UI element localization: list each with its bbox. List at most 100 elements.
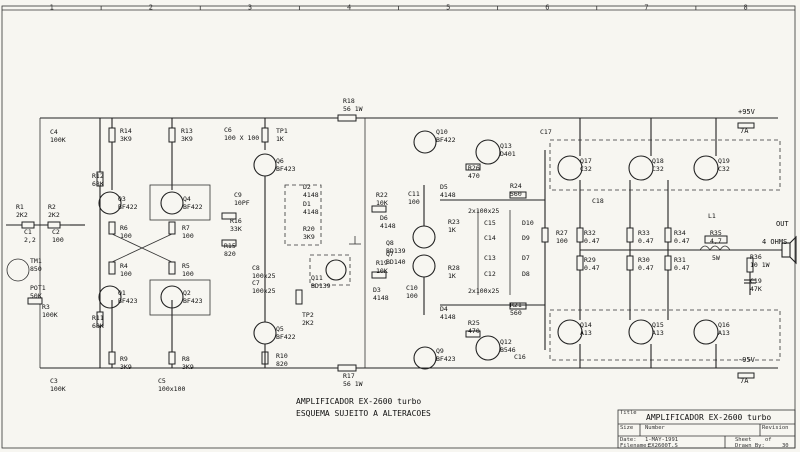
component-ref-r11: R11 xyxy=(92,314,104,322)
transistor-q4 xyxy=(160,191,184,215)
component-value: 3K9 xyxy=(181,135,193,143)
component-ref-r17: R17 xyxy=(343,372,355,380)
component-ref-d10: D10 xyxy=(522,219,534,227)
resistor-r6 xyxy=(108,221,116,235)
component-ref-d8: D8 xyxy=(522,270,530,278)
resistor-r4 xyxy=(108,261,116,275)
resistor-r11 xyxy=(96,311,104,327)
component-value: 0.47 xyxy=(638,264,654,272)
fuse-positive xyxy=(737,122,755,129)
resistor-r12 xyxy=(96,171,104,187)
transistor-q15 xyxy=(628,319,654,345)
component-value: 3K9 xyxy=(120,363,132,371)
resistor-r32 xyxy=(576,227,584,243)
tb-number-caption: Number xyxy=(645,425,666,431)
component-value: 100K xyxy=(42,311,58,319)
component-ref-r18: R18 xyxy=(343,97,355,105)
component-ref-r5: R5 xyxy=(182,262,190,270)
component-value: 4148 xyxy=(303,208,319,216)
component-value: 4148 xyxy=(380,222,396,230)
component-value: 3K9 xyxy=(182,363,194,371)
component-value: 470 xyxy=(468,327,480,335)
component-ref-tm1: TM1 xyxy=(30,257,42,265)
transistor-q16 xyxy=(693,319,719,345)
component-value: 0.47 xyxy=(674,264,690,272)
component-ref-c8: C8 xyxy=(252,264,260,272)
component-ref-d5: D5 xyxy=(440,183,448,191)
resistor-r15 xyxy=(221,239,237,247)
component-ref-q12: Q12 xyxy=(500,338,512,346)
component-value: 100K xyxy=(50,136,66,144)
component-ref-2x100x25: 2x100x25 xyxy=(468,207,499,215)
component-value: 820 xyxy=(276,360,288,368)
component-ref-q2: Q2 xyxy=(183,289,191,297)
component-ref-q19: Q19 xyxy=(718,157,730,165)
component-ref-q16: Q16 xyxy=(718,321,730,329)
component-ref-r15: R15 xyxy=(224,242,236,250)
component-ref-l1: L1 xyxy=(708,212,716,220)
grid-column-label: 4 xyxy=(347,4,351,12)
component-value: C32 xyxy=(652,165,664,173)
transistor-q6 xyxy=(253,153,277,177)
input-jack xyxy=(6,258,30,282)
component-value: BF423 xyxy=(118,297,138,305)
tb-size-caption: Size xyxy=(620,425,633,431)
component-ref-c13: C13 xyxy=(484,254,496,262)
tb-title-caption: Title xyxy=(620,410,637,416)
component-value: 100 xyxy=(408,198,420,206)
component-value: 100 xyxy=(120,232,132,240)
component-value: 100x25 xyxy=(252,287,276,295)
resistor-r26 xyxy=(465,163,481,171)
component-ref-r30: R30 xyxy=(638,256,650,264)
transistor-q12 xyxy=(475,335,501,361)
component-value: 2K2 xyxy=(16,211,28,219)
resistor-r27 xyxy=(541,227,549,243)
component-ref-c3: C3 xyxy=(50,377,58,385)
component-ref-r29: R29 xyxy=(584,256,596,264)
component-value: BF422 xyxy=(183,203,203,211)
resistor-r18 xyxy=(337,114,357,122)
transistor-q14 xyxy=(557,319,583,345)
component-value: 33K xyxy=(230,225,242,233)
component-ref-q3: Q3 xyxy=(118,195,126,203)
component-value: 4148 xyxy=(440,191,456,199)
resistor-r19 xyxy=(371,271,387,279)
component-ref-q17: Q17 xyxy=(580,157,592,165)
component-value: 100 xyxy=(120,270,132,278)
component-value: 0.47 xyxy=(638,237,654,245)
component-value: BF422 xyxy=(276,333,296,341)
component-value: C32 xyxy=(580,165,592,173)
component-value: 820 xyxy=(224,250,236,258)
component-ref-c16: C16 xyxy=(514,353,526,361)
grid-column-label: 5 xyxy=(446,4,450,12)
resistor-r5 xyxy=(168,261,176,275)
component-labels: R12K2R22K2C12,2C2100TM1850POT150KR3100KC… xyxy=(16,97,770,393)
resistor-r17 xyxy=(337,364,357,372)
component-value: 3K9 xyxy=(303,233,315,241)
component-value: 560 xyxy=(510,190,522,198)
component-value: 68K xyxy=(92,180,104,188)
component-ref-r19: R19 xyxy=(376,259,388,267)
component-ref-c19: C19 xyxy=(750,277,762,285)
component-ref-c2: C2 xyxy=(52,228,60,236)
component-ref-r14: R14 xyxy=(120,127,132,135)
component-value: 10K xyxy=(376,267,388,275)
resistor-r22 xyxy=(371,205,387,213)
transistor-q3 xyxy=(98,191,122,215)
caption-title: AMPLIFICADOR EX-2600 turbo xyxy=(296,397,421,406)
negative-fuse-label: 7A xyxy=(740,377,749,385)
component-value: 1K xyxy=(448,226,456,234)
grid-column-label: 3 xyxy=(248,4,252,12)
component-ref-5w: 5W xyxy=(712,254,720,262)
resistor-r8 xyxy=(168,351,176,365)
component-ref-r34: R34 xyxy=(674,229,686,237)
component-ref-c12: C12 xyxy=(484,270,496,278)
transistor-q5 xyxy=(253,321,277,345)
component-ref-r28: R28 xyxy=(448,264,460,272)
q4-box xyxy=(149,184,211,221)
component-ref-c15: C15 xyxy=(484,219,496,227)
component-value: 10 1W xyxy=(750,261,770,269)
component-ref-r33: R33 xyxy=(638,229,650,237)
component-value: 0.47 xyxy=(584,237,600,245)
